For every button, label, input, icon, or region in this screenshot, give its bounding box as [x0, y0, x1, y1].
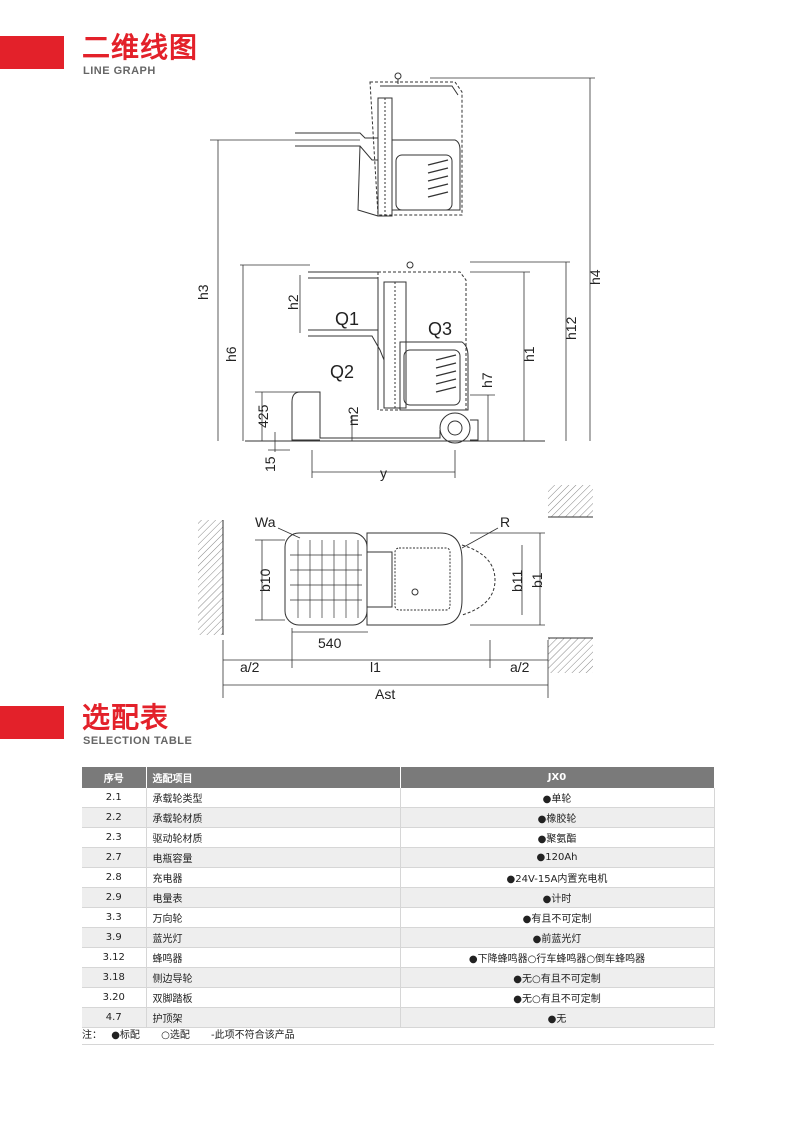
cell-value: ●24V-15A内置充电机	[400, 867, 715, 888]
table-header-row: 序号 选配项目 JX0	[82, 767, 715, 788]
cell-value: ●无○有且不可定制	[400, 967, 715, 988]
cell-no: 3.12	[82, 947, 147, 968]
line-graph-drawing: h3 h6 h2 h4 h12 h1 h7 425 m2 15 y Q1 Q2 …	[195, 72, 603, 702]
table-note: 注： ●标配 ○选配 -此项不符合该产品	[82, 1027, 714, 1045]
dim-b1: b1	[529, 572, 545, 588]
dim-a2-left: a/2	[240, 659, 260, 675]
load-q3: Q3	[428, 319, 452, 339]
cell-item: 充电器	[146, 867, 401, 888]
section-marker-selection-table	[0, 706, 64, 739]
cell-item: 双脚踏板	[146, 987, 401, 1008]
cell-value: ●有且不可定制	[400, 907, 715, 928]
dim-y: y	[380, 465, 387, 481]
dim-15: 15	[262, 456, 278, 472]
dim-ast: Ast	[375, 686, 395, 702]
cell-item: 万向轮	[146, 907, 401, 928]
cell-no: 2.3	[82, 827, 147, 848]
note-na: -此项不符合该产品	[211, 1030, 295, 1041]
dim-m2: m2	[345, 406, 361, 426]
dim-wa: Wa	[255, 514, 276, 530]
selection-table-title: 选配表	[82, 701, 170, 734]
load-q2: Q2	[330, 362, 354, 382]
dim-425: 425	[255, 404, 271, 428]
cell-item: 侧边导轮	[146, 967, 401, 988]
load-q1: Q1	[335, 309, 359, 329]
dim-a2-right: a/2	[510, 659, 530, 675]
cell-no: 2.1	[82, 788, 147, 808]
note-standard: ●标配	[111, 1030, 140, 1041]
cell-value: ●无○有且不可定制	[400, 987, 715, 1008]
truck-side-view	[245, 261, 545, 444]
dim-b11: b11	[509, 569, 525, 592]
dim-h1: h1	[521, 346, 537, 362]
line-graph-subtitle: LINE GRAPH	[83, 65, 156, 77]
header-model: JX0	[400, 767, 715, 788]
cell-item: 蜂鸣器	[146, 947, 401, 968]
truck-raised-view	[295, 72, 463, 217]
dim-h6: h6	[223, 346, 239, 362]
cell-item: 承载轮类型	[146, 788, 401, 808]
cell-item: 护顶架	[146, 1007, 401, 1028]
dim-540: 540	[318, 635, 342, 651]
cell-no: 3.9	[82, 927, 147, 948]
note-optional: ○选配	[161, 1030, 190, 1041]
cell-no: 4.7	[82, 1007, 147, 1028]
cell-value: ●无	[400, 1007, 715, 1028]
cell-value: ●前蓝光灯	[400, 927, 715, 948]
selection-table-subtitle: SELECTION TABLE	[83, 735, 193, 747]
cell-value: ●下降蜂鸣器○行车蜂鸣器○倒车蜂鸣器	[400, 947, 715, 968]
section-marker-line-graph	[0, 36, 64, 69]
dim-h7: h7	[479, 372, 495, 388]
cell-item: 电量表	[146, 887, 401, 908]
header-item: 选配项目	[146, 767, 401, 788]
dim-h3: h3	[195, 284, 211, 300]
cell-no: 3.3	[82, 907, 147, 928]
header-no: 序号	[82, 767, 147, 788]
cell-no: 2.9	[82, 887, 147, 908]
dim-h4: h4	[587, 269, 603, 285]
dim-r: R	[500, 514, 510, 530]
line-graph-title: 二维线图	[82, 31, 199, 64]
cell-no: 2.8	[82, 867, 147, 888]
note-prefix: 注：	[82, 1030, 102, 1041]
cell-value: ●计时	[400, 887, 715, 908]
cell-value: ●单轮	[400, 788, 715, 808]
cell-item: 承载轮材质	[146, 807, 401, 828]
dim-h12: h12	[563, 316, 579, 340]
cell-no: 2.2	[82, 807, 147, 828]
cell-no: 2.7	[82, 847, 147, 868]
cell-item: 驱动轮材质	[146, 827, 401, 848]
cell-value: ●聚氨酯	[400, 827, 715, 848]
cell-item: 蓝光灯	[146, 927, 401, 948]
dim-l1: l1	[370, 659, 381, 675]
dim-h2: h2	[285, 294, 301, 310]
cell-item: 电瓶容量	[146, 847, 401, 868]
cell-no: 3.20	[82, 987, 147, 1008]
dim-b10: b10	[257, 568, 273, 592]
truck-plan-view	[198, 485, 593, 673]
cell-value: ●橡胶轮	[400, 807, 715, 828]
cell-value: ●120Ah	[400, 847, 715, 868]
cell-no: 3.18	[82, 967, 147, 988]
